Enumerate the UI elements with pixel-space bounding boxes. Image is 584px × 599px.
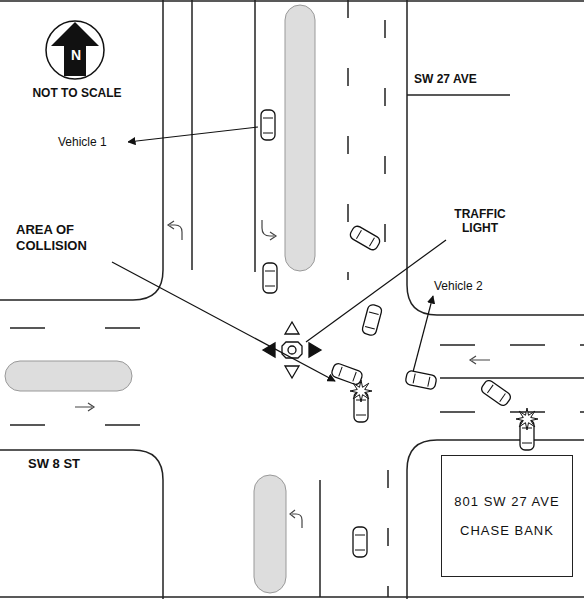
vehicle — [405, 370, 437, 390]
vehicle — [480, 379, 513, 408]
label: AREA OF COLLISION — [16, 222, 112, 253]
building-box: 801 SW 27 AVE CHASE BANK — [441, 455, 573, 577]
label: SW 27 AVE — [414, 72, 514, 86]
building-text: 801 SW 27 AVE — [454, 494, 559, 509]
impact-mark — [516, 408, 538, 430]
vehicle — [353, 527, 367, 557]
vehicle — [349, 224, 382, 251]
vehicle — [361, 304, 382, 337]
label: Vehicle 1 — [58, 135, 128, 149]
impact-mark — [350, 380, 372, 402]
label: TRAFFIC LIGHT — [440, 207, 520, 236]
vehicle — [263, 263, 277, 293]
label: SW 8 ST — [28, 456, 118, 472]
label: Vehicle 2 — [434, 279, 504, 293]
vehicle — [331, 362, 364, 385]
building-text: CHASE BANK — [460, 523, 554, 538]
vehicle — [261, 110, 275, 140]
label: N — [67, 47, 85, 64]
label: NOT TO SCALE — [22, 86, 132, 100]
